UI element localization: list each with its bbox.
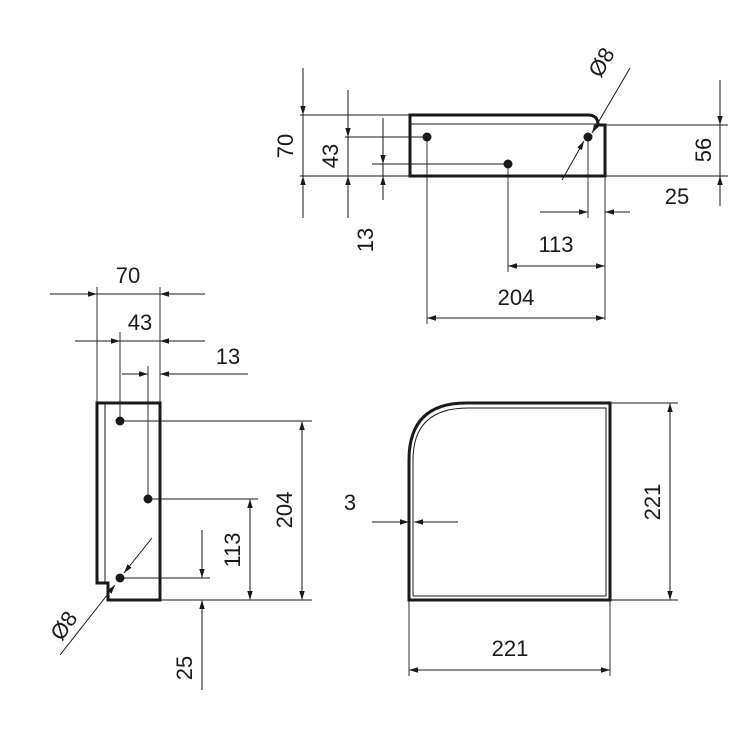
top-view-dim-43: 43	[318, 144, 343, 168]
top-view-dim-25: 25	[665, 184, 689, 209]
side-view-dim-hole-dia: Ø8	[45, 607, 82, 645]
plan-view-inner-edge	[412, 407, 607, 597]
side-view-dim-13: 13	[216, 344, 240, 369]
top-view-dim-204: 204	[498, 285, 535, 310]
plan-view-outer	[407, 401, 612, 602]
plan-view-dim-3: 3	[344, 490, 356, 515]
plan-view-dim-height-221: 221	[640, 484, 665, 521]
side-view-dim-43: 43	[128, 310, 152, 335]
top-view-dim-hole-dia: Ø8	[583, 43, 619, 81]
plan-view: 3 221 221	[344, 401, 678, 676]
side-view-dim-113: 113	[220, 532, 245, 567]
side-view-dim-204: 204	[272, 492, 297, 529]
top-view: 70 43 13 56 25 113 204 Ø8	[273, 43, 728, 324]
top-view-dim-113: 113	[538, 232, 573, 257]
side-view-dim-25: 25	[172, 656, 197, 680]
top-view-dim-56: 56	[691, 138, 716, 162]
side-view: 70 43 13 204 113 25 Ø8	[45, 263, 312, 690]
top-view-dim-70: 70	[273, 134, 298, 158]
top-view-body	[408, 113, 607, 178]
plan-view-dim-width-221: 221	[492, 636, 529, 661]
top-view-dim-13: 13	[353, 228, 378, 252]
side-view-dim-70: 70	[116, 263, 140, 288]
